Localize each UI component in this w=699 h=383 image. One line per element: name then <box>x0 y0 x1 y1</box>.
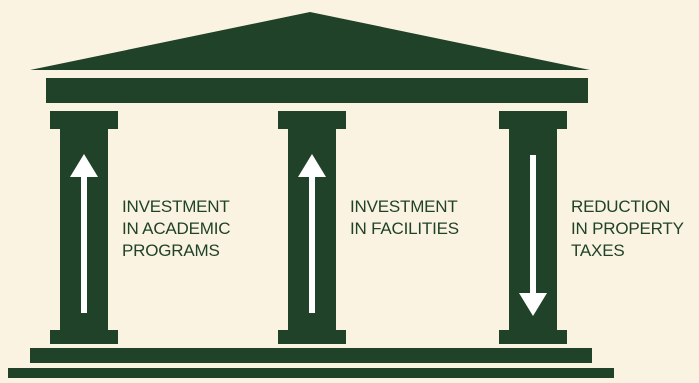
pillar-middle-base <box>278 330 346 344</box>
temple-floor <box>8 368 614 378</box>
temple-roof <box>30 12 590 70</box>
arrow-up-icon <box>298 154 326 313</box>
pillar-left <box>50 111 118 344</box>
pillar-right-base <box>499 330 567 344</box>
arrow-down-icon <box>519 155 547 316</box>
pillar-right-capital <box>499 111 567 129</box>
pillar-right-label: REDUCTION IN PROPERTY TAXES <box>571 197 684 260</box>
pillar-left-base <box>50 330 118 344</box>
temple-base-step <box>30 348 592 363</box>
temple-entablature <box>46 78 588 103</box>
pillar-middle-label: INVESTMENT IN FACILITIES <box>350 197 459 238</box>
pillar-right <box>499 111 567 344</box>
pillar-left-capital <box>50 111 118 129</box>
arrow-up-icon <box>70 154 98 313</box>
pillar-middle <box>278 111 346 344</box>
pillar-left-label: INVESTMENT IN ACADEMIC PROGRAMS <box>122 197 231 260</box>
pillar-middle-capital <box>278 111 346 129</box>
